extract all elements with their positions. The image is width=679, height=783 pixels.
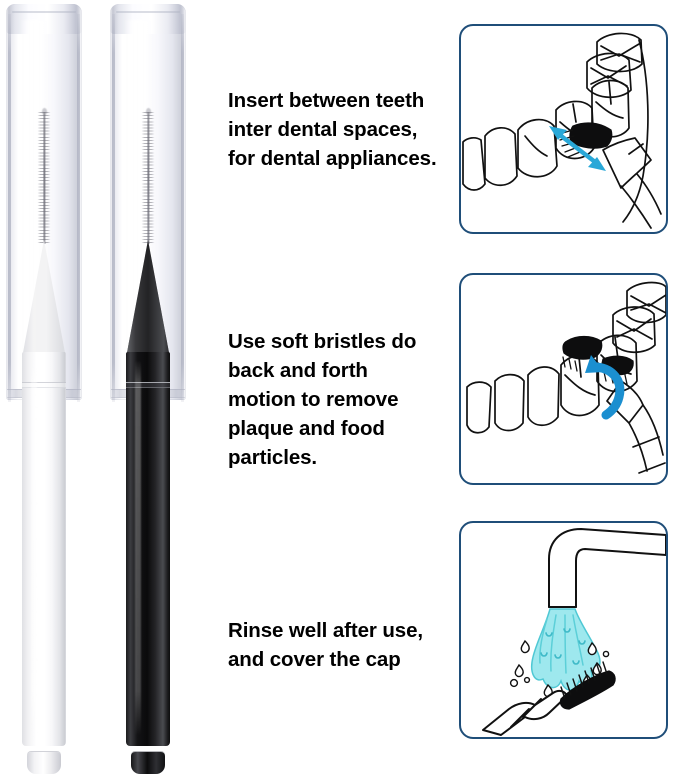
black-interdental-brush bbox=[110, 0, 186, 783]
product-image-area bbox=[0, 0, 215, 783]
brush-head-black bbox=[569, 122, 613, 149]
illustration-panel-1 bbox=[459, 24, 668, 234]
double-headed-arrow-icon bbox=[549, 126, 606, 171]
cap-edge-right bbox=[77, 14, 80, 402]
bristle-tip bbox=[145, 108, 151, 115]
cap-edge-left bbox=[112, 14, 115, 402]
bristle-filaments bbox=[37, 112, 51, 244]
step-3-text: Rinse well after use, and cover the cap bbox=[228, 619, 424, 671]
bristle-filaments bbox=[141, 112, 155, 244]
illustration-panel-3 bbox=[459, 521, 668, 739]
step-1-text: Insert between teeth inter dental spaces… bbox=[228, 89, 437, 170]
white-interdental-brush bbox=[6, 0, 82, 783]
cap-edge-right bbox=[181, 14, 184, 402]
step-2-text: Use soft bristles do back and forth moti… bbox=[228, 330, 417, 469]
teeth-back-and-forth-diagram bbox=[466, 281, 666, 474]
handle-end-cap bbox=[27, 752, 61, 774]
handle-highlight bbox=[135, 360, 141, 736]
cap-edge-left bbox=[8, 14, 11, 402]
cap-top bbox=[6, 4, 82, 34]
illustration-panel-2 bbox=[459, 273, 668, 485]
instruction-text-column: Insert between teeth inter dental spaces… bbox=[228, 0, 440, 783]
handle-end-cap bbox=[131, 752, 165, 774]
rinse-under-faucet-diagram bbox=[482, 528, 666, 736]
curved-arrow-icon bbox=[585, 355, 625, 420]
bristle-brush-head bbox=[141, 108, 155, 244]
brush-head-black bbox=[559, 670, 616, 710]
handle-seam-ring bbox=[126, 382, 170, 388]
brush-handle bbox=[126, 352, 170, 746]
brush-handle bbox=[22, 352, 66, 746]
handle-highlight bbox=[31, 360, 37, 736]
teeth-insert-diagram bbox=[462, 32, 662, 229]
bristle-tip bbox=[41, 108, 47, 115]
bristle-brush-head bbox=[37, 108, 51, 244]
handle-seam-ring bbox=[22, 382, 66, 388]
